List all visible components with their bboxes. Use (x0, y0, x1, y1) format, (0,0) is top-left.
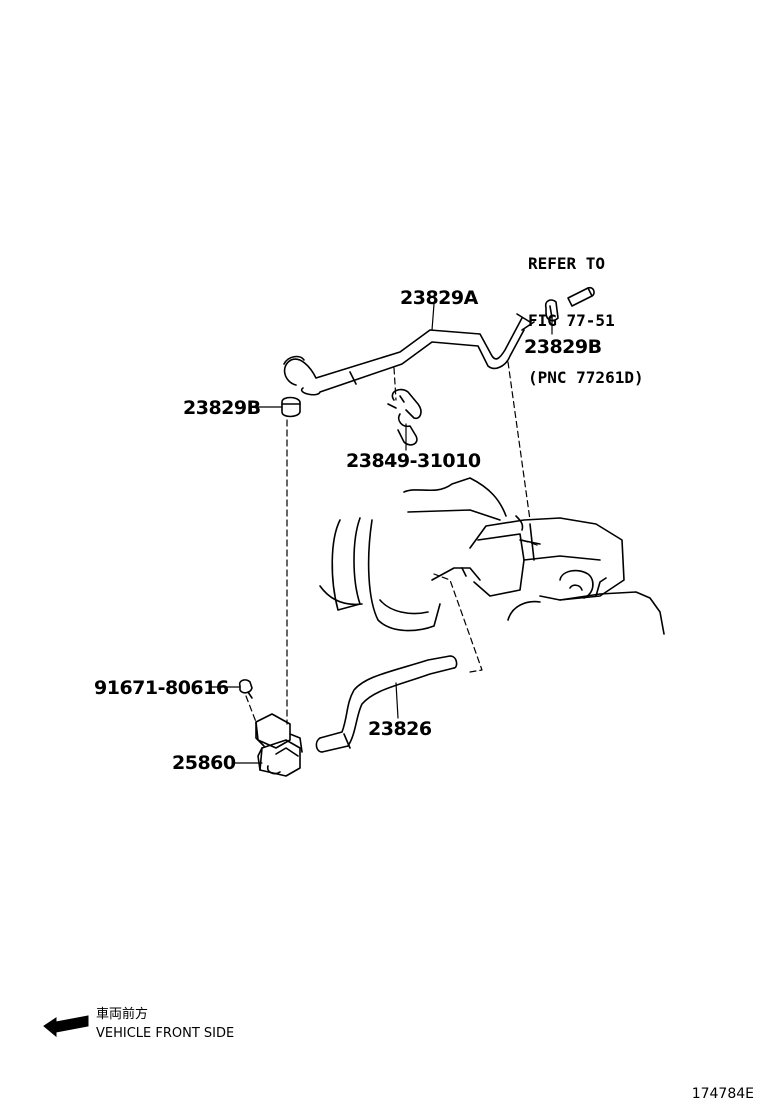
part-label-right-clip: 23829B (524, 336, 602, 358)
lower-hose-drawing (315, 655, 458, 753)
reference-line-1: REFER TO (528, 254, 606, 273)
figure-number: 174784E (691, 1086, 754, 1102)
right-clip-drawing (544, 299, 559, 322)
vsv-valve-drawing (255, 713, 303, 777)
hose-clamp-drawing (387, 388, 422, 446)
bolt-drawing (238, 679, 253, 699)
part-label-upper-hose: 23829A (400, 287, 478, 309)
front-arrow-icon (43, 1015, 89, 1038)
reference-line-2: FIG 77-51 (528, 311, 615, 330)
upper-hose-drawing (283, 313, 535, 396)
part-label-hose-clamp: 23849-31010 (346, 450, 481, 472)
part-label-left-clip: 23829B (183, 397, 261, 419)
engine-outline-drawing (319, 477, 665, 635)
part-label-lower-hose: 23826 (368, 718, 432, 740)
direction-legend: 車両前方 VEHICLE FRONT SIDE (96, 1005, 234, 1043)
leader-lines (209, 303, 553, 764)
part-label-vsv-valve: 25860 (172, 752, 236, 774)
reference-pipe-drawing (567, 286, 595, 307)
dashed-connection-lines (245, 361, 541, 725)
legend-english: VEHICLE FRONT SIDE (96, 1026, 235, 1041)
part-label-bolt: 91671-80616 (94, 677, 229, 699)
legend-japanese: 車両前方 (96, 1007, 149, 1022)
reference-note: REFER TO FIG 77-51 (PNC 77261D) (528, 216, 644, 406)
reference-line-3: (PNC 77261D) (528, 368, 644, 387)
left-clip-drawing (281, 396, 301, 418)
